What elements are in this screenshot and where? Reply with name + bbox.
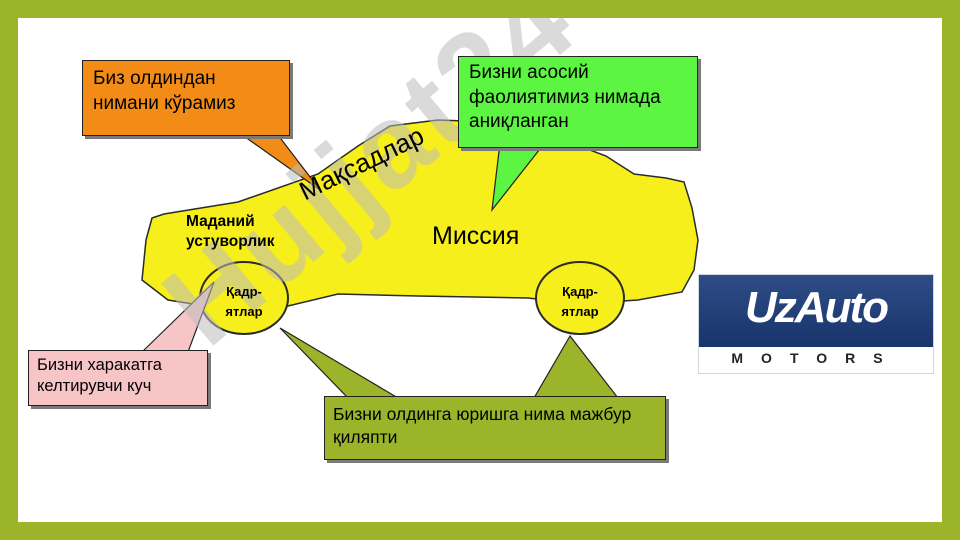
callout-olive: Бизни олдинга юришга нима мажбур қиляпти xyxy=(324,396,666,460)
olive-callout-pointer xyxy=(279,327,401,399)
callout-green: Бизни асосий фаолиятимиз нимада аниқланг… xyxy=(458,56,698,148)
logo-bottom-panel: MOTORS xyxy=(699,347,933,373)
callout-pink: Бизни харакатга келтирувчи куч xyxy=(28,350,208,406)
label-mission: Миссия xyxy=(432,222,520,250)
logo-subtitle: MOTORS xyxy=(731,350,901,366)
slide: Hujjat24 Маданий устуворлик Миссия Мақса… xyxy=(18,18,942,522)
car-body xyxy=(141,119,699,309)
uzauto-logo: UzAuto MOTORS xyxy=(698,274,934,374)
logo-top-panel: UzAuto xyxy=(699,275,933,347)
callout-orange: Биз олдиндан нимани кўрамиз xyxy=(82,60,290,136)
wheel-right xyxy=(535,261,625,335)
wheel-right-label: Қадр- ятлар xyxy=(561,284,599,319)
logo-wordmark: UzAuto xyxy=(745,283,889,332)
olive-callout-pointer-2 xyxy=(532,334,620,399)
label-culture: Маданий устуворлик xyxy=(186,213,275,251)
wheel-left-label: Қадр- ятлар xyxy=(225,284,263,319)
